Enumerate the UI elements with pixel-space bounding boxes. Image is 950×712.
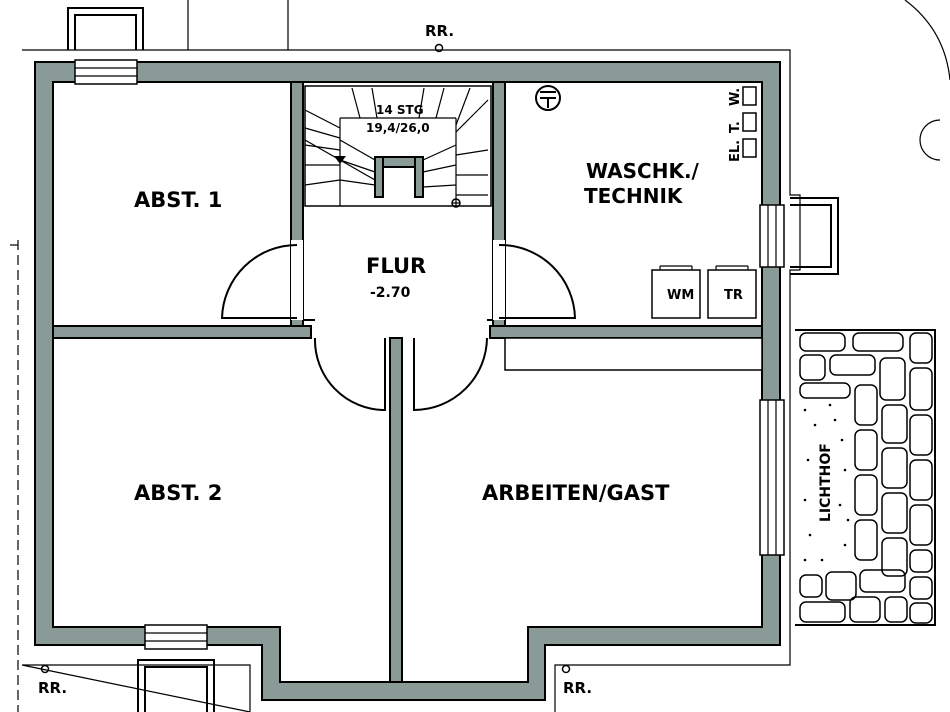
- washing-machine: [651, 265, 701, 319]
- downpipe-icon: [40, 664, 50, 674]
- room-label-lichthof: LICHTHOF: [818, 443, 834, 522]
- meter-boxes: [742, 86, 757, 158]
- wall-counter: [504, 337, 763, 371]
- downpipe-label: RR.: [563, 679, 592, 697]
- stair-dimensions-label: 19,4/26,0: [366, 121, 430, 135]
- room-label-flur: FLUR: [366, 254, 426, 278]
- room-label-technik: TECHNIK: [584, 184, 684, 208]
- room-label-abst2: ABST. 2: [134, 481, 222, 505]
- appliance-label-wm: WM: [667, 288, 694, 303]
- level-label: -2.70: [370, 285, 411, 301]
- meter-label-w: W.: [728, 88, 743, 106]
- downpipe-label: RR.: [38, 679, 67, 697]
- staircase: [304, 85, 492, 208]
- room-label-abst1: ABST. 1: [134, 188, 222, 212]
- heating-connection-icon: [535, 85, 561, 111]
- window-wells: [67, 7, 839, 712]
- meter-label-t: T.: [728, 121, 743, 133]
- windows: [74, 59, 785, 650]
- meter-label-el: EL.: [728, 140, 743, 162]
- downpipe-icon: [434, 43, 444, 53]
- stair-steps-label: 14 STG: [376, 103, 424, 117]
- site-lines: [10, 0, 950, 712]
- dryer: [707, 265, 757, 319]
- room-label-waschk: WASCHK./: [586, 159, 700, 183]
- appliance-label-tr: TR: [724, 288, 743, 303]
- lichthof-paving: [795, 329, 936, 626]
- downpipe-icon: [561, 664, 571, 674]
- doors: [220, 240, 577, 412]
- room-label-arbeiten: ARBEITEN/GAST: [482, 481, 670, 505]
- downpipe-label: RR.: [425, 22, 454, 40]
